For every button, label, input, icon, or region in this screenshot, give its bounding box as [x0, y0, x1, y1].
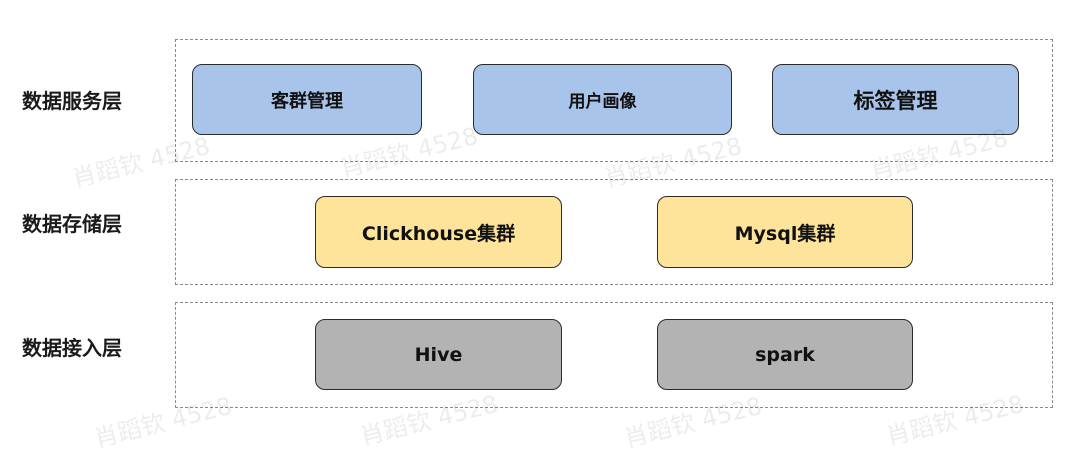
mysql-cluster-node: Mysql集群 — [657, 196, 913, 268]
spark-node: spark — [657, 319, 913, 390]
ingest-layer-label: 数据接入层 — [22, 336, 122, 360]
storage-layer-label: 数据存储层 — [22, 212, 122, 236]
storage-layer-frame — [175, 179, 1053, 285]
clickhouse-cluster-node: Clickhouse集群 — [315, 196, 562, 268]
ingest-layer-frame — [175, 302, 1053, 408]
customer-group-management-node: 客群管理 — [192, 64, 422, 135]
tag-management-node: 标签管理 — [772, 64, 1019, 135]
service-layer-frame — [175, 39, 1053, 162]
user-profile-node: 用户画像 — [473, 64, 732, 135]
service-layer-label: 数据服务层 — [22, 89, 122, 113]
hive-node: Hive — [315, 319, 562, 390]
